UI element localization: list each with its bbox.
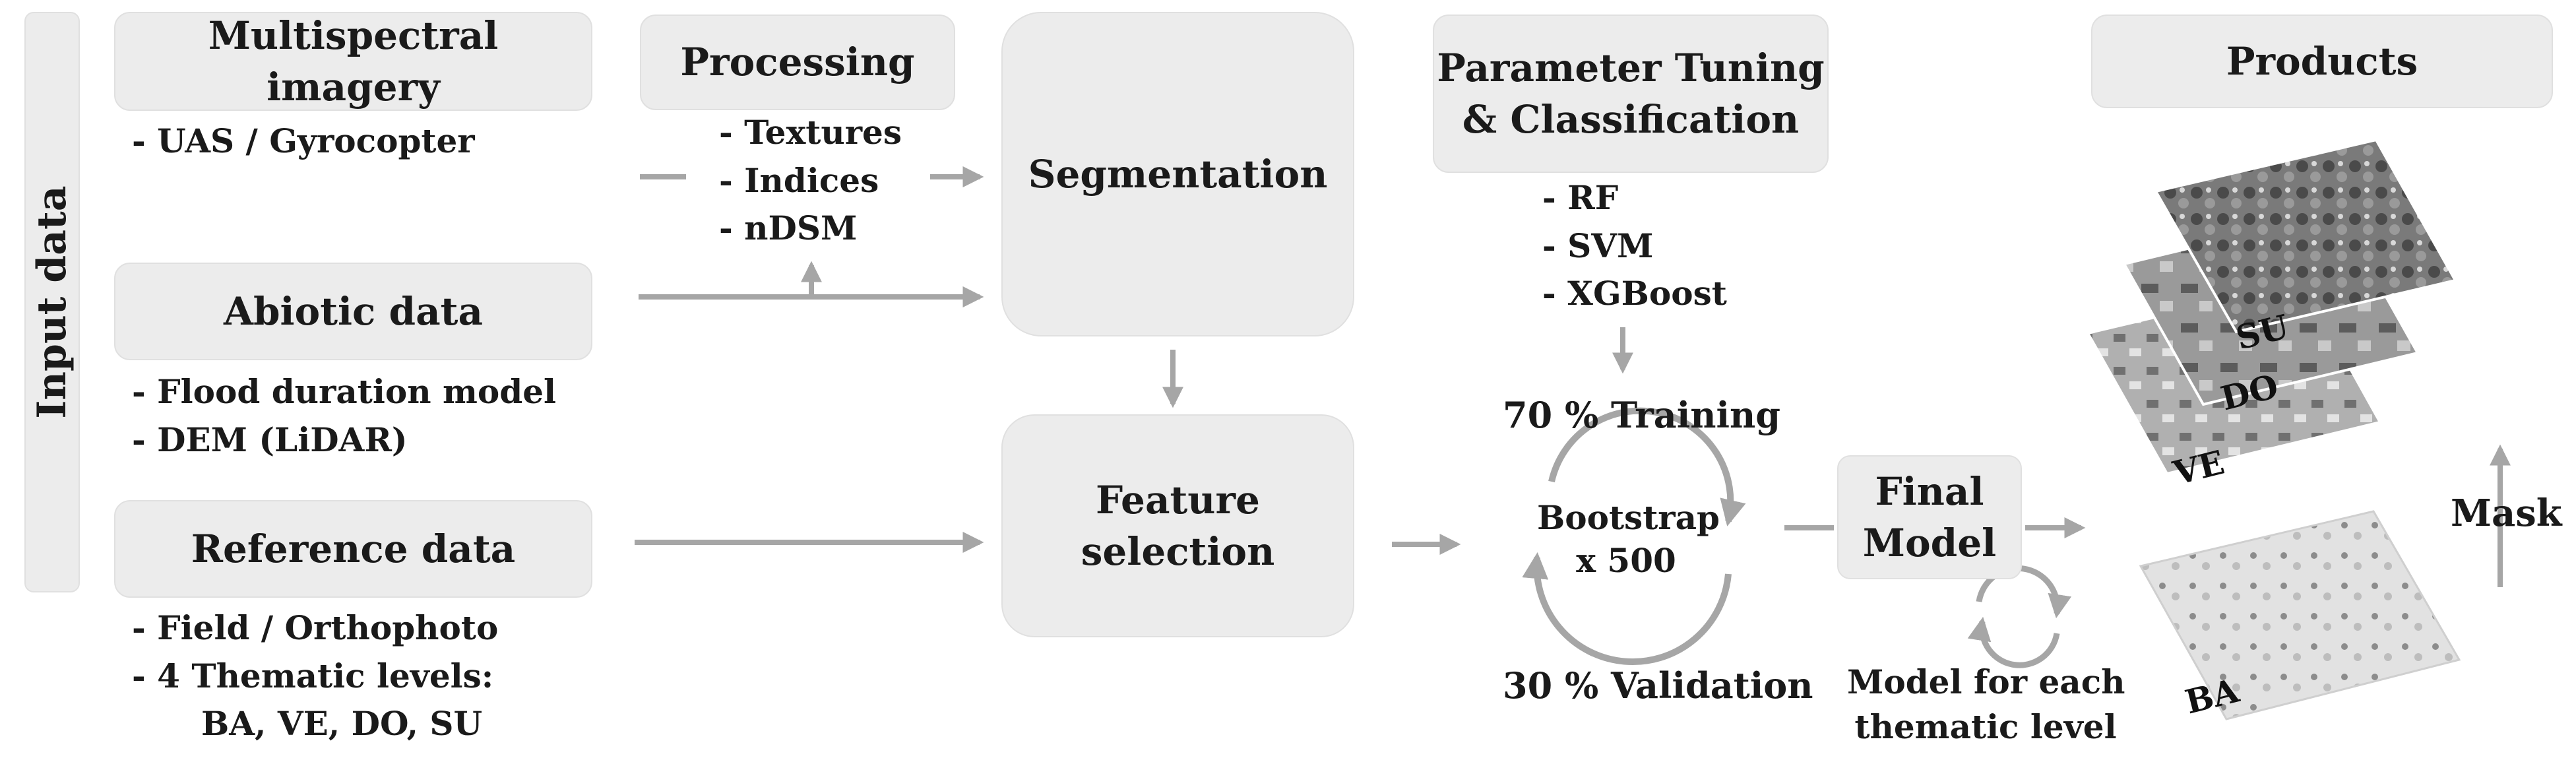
classifier-item: - XGBoost (1542, 274, 1727, 313)
products-box: Products (2091, 15, 2553, 108)
multispectral-line-1: Multispectral (208, 13, 499, 58)
multispectral-line-2: imagery (267, 65, 440, 110)
multispectral-item: - UAS / Gyrocopter (132, 121, 475, 160)
abiotic-list: - Flood duration model - DEM (LiDAR) (132, 368, 556, 464)
segmentation-title: Segmentation (1028, 151, 1328, 197)
final-model-box: Final Model (1837, 455, 2022, 579)
classifier-list: - RF - SVM - XGBoost (1542, 174, 1727, 318)
model-cycle-icon (1967, 565, 2072, 668)
reference-box: Reference data (114, 500, 592, 598)
abiotic-box: Abiotic data (114, 263, 592, 360)
mask-label: Mask (2451, 492, 2562, 535)
feature-line-1: Feature (1096, 477, 1260, 523)
segmentation-box: Segmentation (1001, 12, 1354, 336)
layer-ba: BA (2139, 510, 2461, 722)
processing-item: - Textures (719, 113, 902, 152)
reference-list: - Field / Orthophoto - 4 Thematic levels… (132, 604, 498, 748)
parameter-line-1: Parameter Tuning (1437, 45, 1825, 90)
model-note-line-2: thematic level (1854, 707, 2117, 746)
classifier-item: - SVM (1542, 226, 1654, 265)
model-note: Model for each thematic level (1847, 660, 2125, 749)
parameter-tuning-box: Parameter Tuning & Classification (1433, 15, 1829, 173)
feature-line-2: selection (1081, 529, 1275, 574)
classifier-item: - RF (1542, 178, 1619, 217)
reference-title: Reference data (191, 526, 516, 571)
reference-item: BA, VE, DO, SU (201, 704, 483, 743)
abiotic-item: - Flood duration model (132, 372, 556, 411)
final-line-1: Final (1875, 468, 1984, 514)
reference-item: - Field / Orthophoto (132, 608, 499, 647)
feature-selection-box: Feature selection (1001, 414, 1354, 637)
validation-label: 30 % Validation (1503, 664, 1813, 707)
final-line-2: Model (1862, 521, 1997, 565)
processing-item: - Indices (719, 160, 879, 200)
processing-item: - nDSM (719, 208, 858, 247)
input-data-text: Input data (29, 185, 75, 419)
multispectral-box: Multispectral imagery (114, 12, 592, 111)
reference-item: - 4 Thematic levels: (132, 656, 494, 695)
model-note-line-1: Model for each (1847, 662, 2125, 701)
products-title: Products (2226, 38, 2418, 84)
bootstrap-line-2: x 500 (1576, 541, 1676, 580)
bootstrap-label: Bootstrap x 500 (1537, 496, 1720, 582)
parameter-line-2: & Classification (1462, 97, 1800, 142)
abiotic-title: Abiotic data (223, 288, 484, 334)
input-data-label: Input data (24, 12, 80, 592)
multispectral-list: - UAS / Gyrocopter (132, 117, 475, 166)
processing-list: - Textures - Indices - nDSM (719, 109, 902, 253)
training-label: 70 % Training (1503, 394, 1781, 436)
abiotic-item: - DEM (LiDAR) (132, 420, 408, 459)
bootstrap-cycle (1522, 407, 1746, 666)
processing-box: Processing (640, 15, 955, 110)
processing-title: Processing (680, 40, 915, 85)
bootstrap-line-1: Bootstrap (1537, 498, 1720, 537)
